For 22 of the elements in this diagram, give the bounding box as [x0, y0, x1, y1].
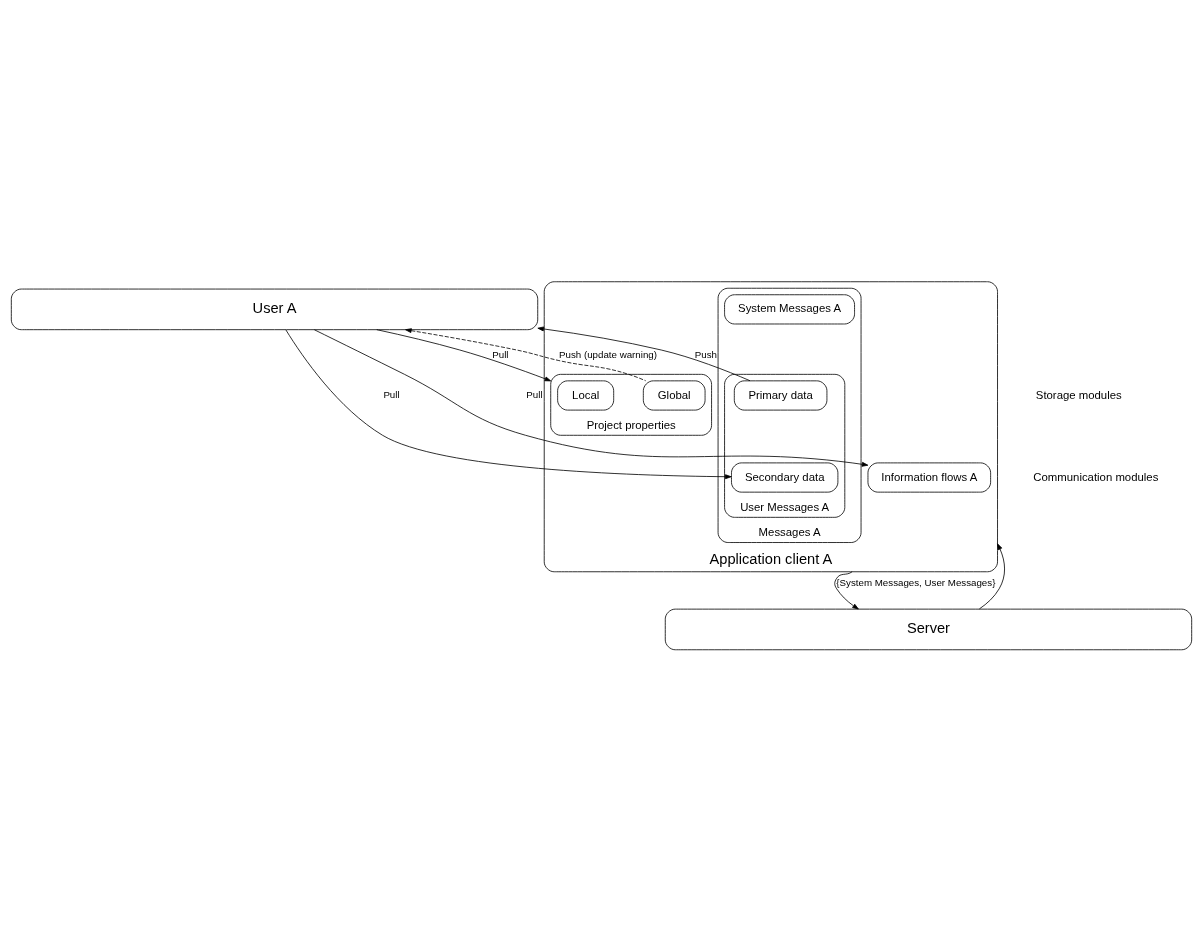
edge-label: Pull — [492, 348, 509, 360]
edge-label: Pull — [526, 389, 543, 400]
arrow — [834, 571, 859, 610]
node-box: Information flows A — [867, 462, 992, 493]
edge-label: Push (update warning) — [559, 348, 657, 360]
edge-label: {System Messages, User Messages} — [836, 577, 996, 589]
node-box: Local — [557, 380, 615, 411]
arrow — [978, 543, 1005, 610]
arrow — [314, 329, 869, 467]
arrow — [537, 326, 751, 382]
arrow — [376, 329, 552, 382]
node-box: Global — [642, 380, 706, 411]
arrow — [285, 329, 732, 480]
node-box: Server — [664, 608, 1193, 651]
node-box: System Messages A — [724, 294, 855, 325]
edge-label: Pull — [383, 389, 400, 400]
label: Communication modules — [1033, 470, 1159, 483]
arrow — [405, 328, 647, 382]
edge-label: Push — [694, 348, 717, 360]
node-box: Primary data — [733, 380, 828, 411]
node-box: Secondary data — [731, 462, 839, 493]
label: Storage modules — [1035, 388, 1122, 401]
